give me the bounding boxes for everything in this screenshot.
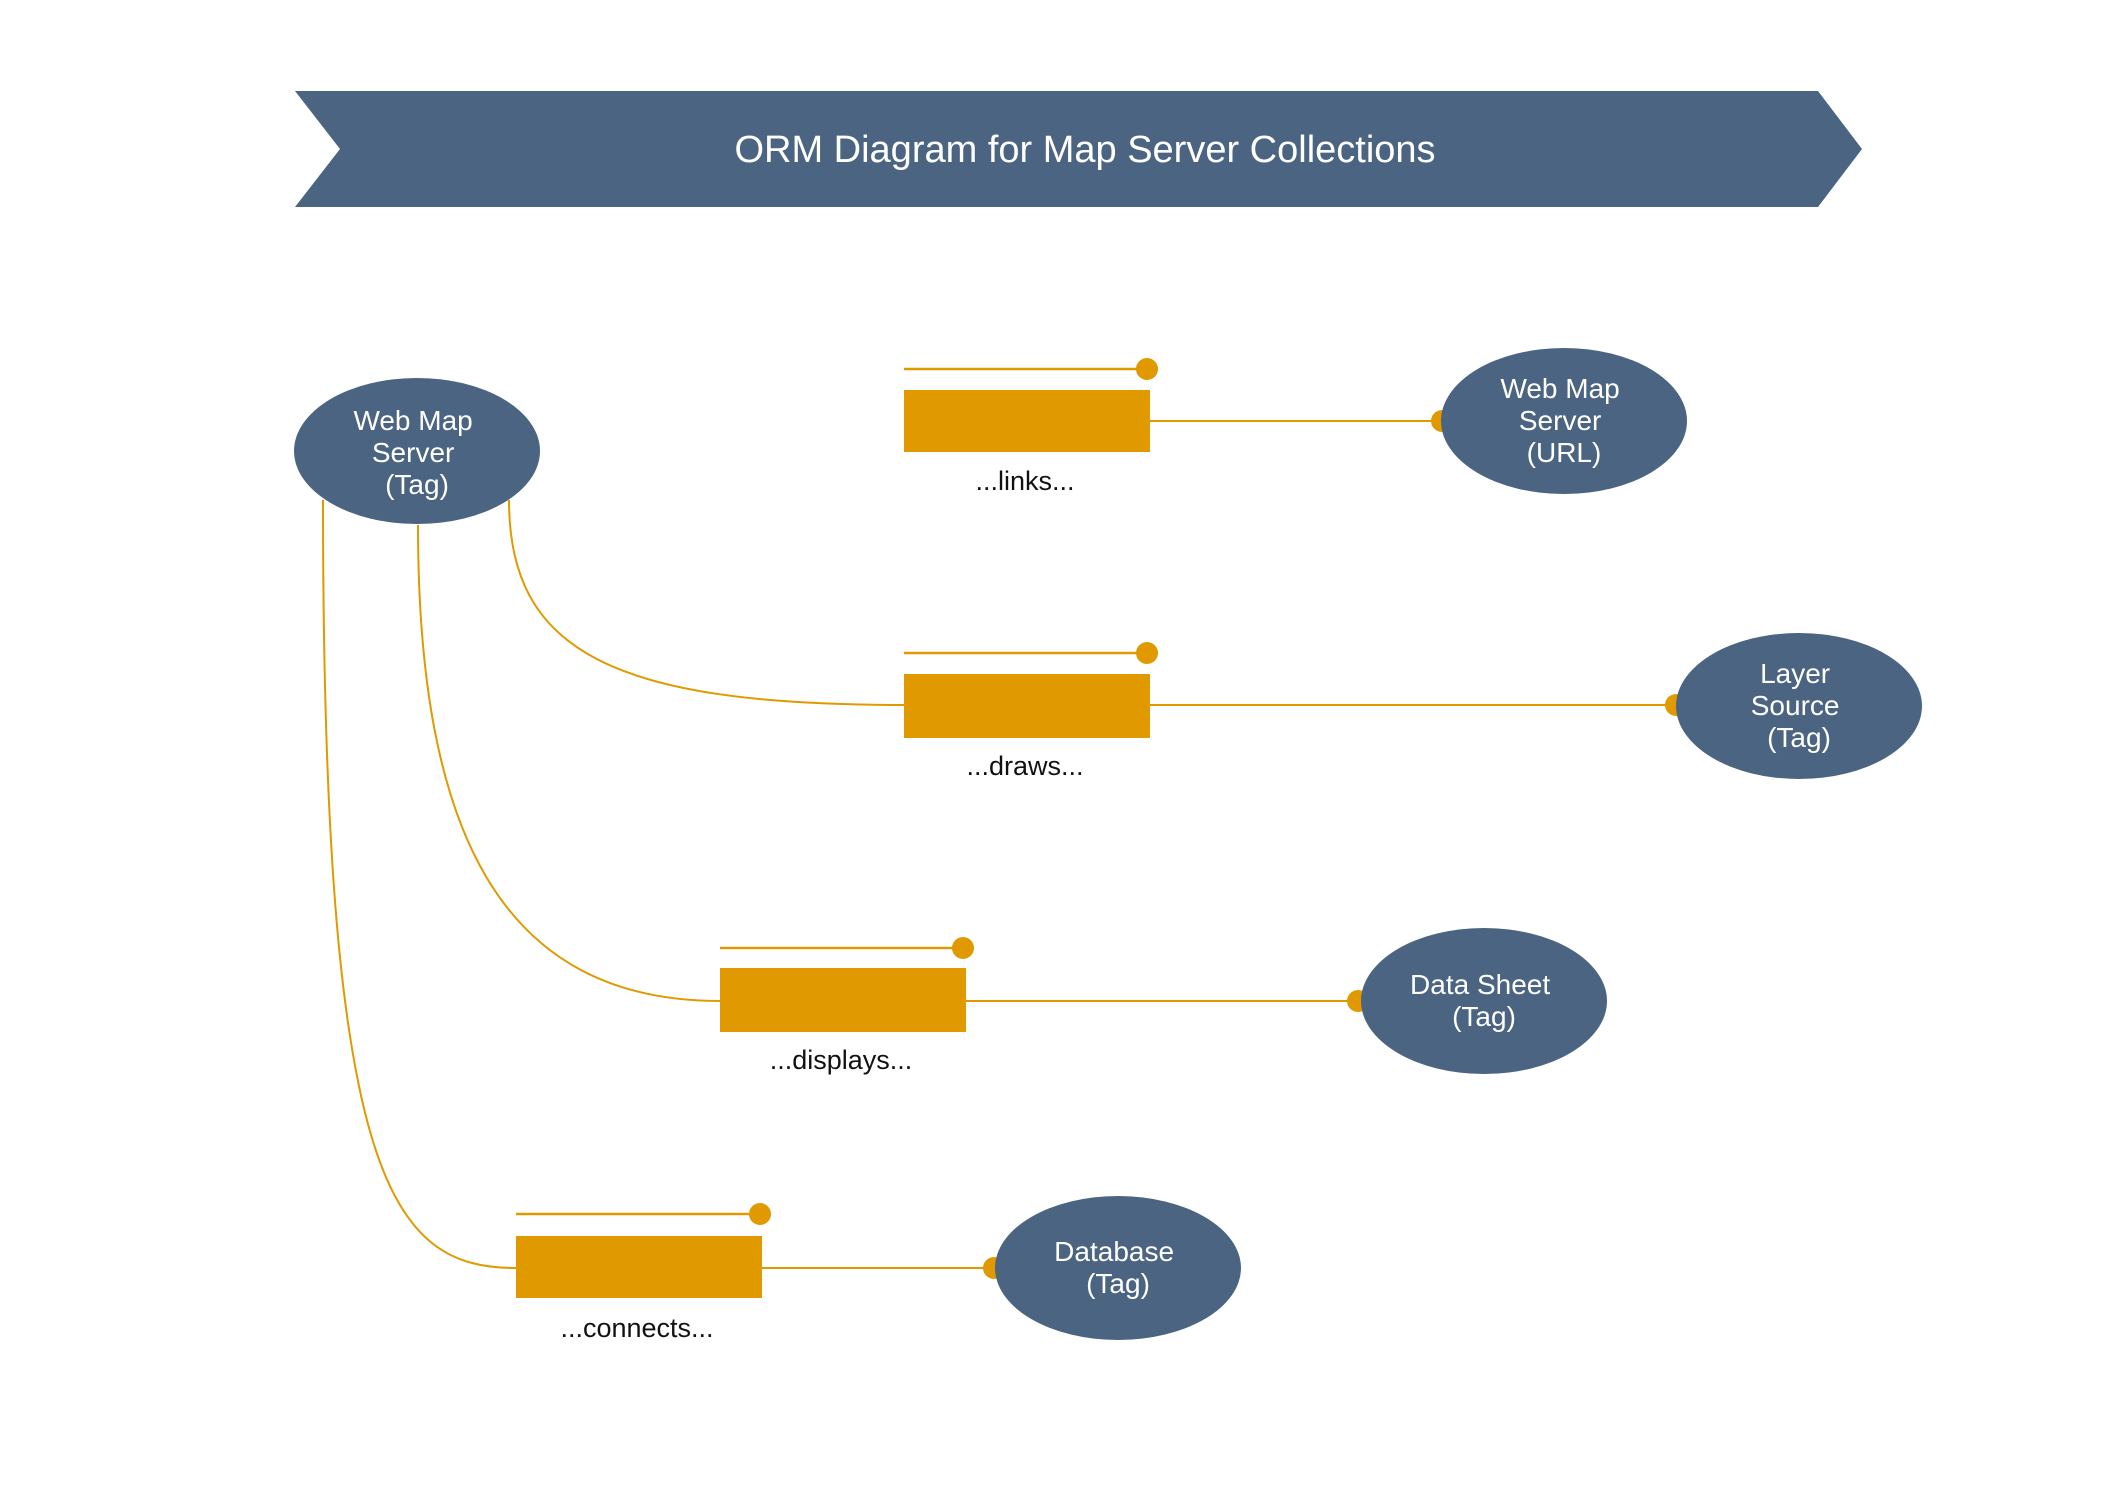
fact-type-connects[interactable]: ...connects... [516,1203,771,1343]
entity-shape [1676,633,1922,779]
fact-role-box [720,968,966,1032]
fact-role-box [516,1236,762,1298]
title-banner-shape [295,91,1862,207]
connector-server-to-displays [417,524,721,1002]
entity-shape [1441,348,1687,494]
connector-server-to-connects [322,499,517,1269]
entity-data-sheet-tag[interactable]: Data Sheet (Tag) [1361,928,1607,1074]
entity-database-tag[interactable]: Database (Tag) [995,1196,1241,1340]
mandatory-dot [952,937,974,959]
entity-shape [1361,928,1607,1074]
mandatory-dot [1136,358,1158,380]
entity-label: Layer Source (Tag) [1751,658,1848,753]
entity-layer-source-tag[interactable]: Layer Source (Tag) [1676,633,1922,779]
fact-label-displays: ...displays... [770,1045,913,1075]
connectors [322,420,1676,1269]
mandatory-dot [749,1203,771,1225]
entity-shape [294,378,540,524]
fact-role-box [904,390,1150,452]
diagram-title: ORM Diagram for Map Server Collections [734,129,1435,171]
fact-label-links: ...links... [975,466,1074,496]
entity-label: Web Map Server (Tag) [353,405,480,500]
mandatory-dot [1136,642,1158,664]
entity-web-map-server-url[interactable]: Web Map Server (URL) [1441,348,1687,494]
entity-label: Data Sheet (Tag) [1410,969,1558,1032]
title-banner: ORM Diagram for Map Server Collections [295,91,1862,207]
entity-label: Database (Tag) [1054,1236,1182,1299]
fact-type-displays[interactable]: ...displays... [720,937,974,1075]
fact-type-draws[interactable]: ...draws... [904,642,1158,781]
entity-label: Web Map Server (URL) [1500,373,1627,468]
connector-endpoints [983,410,1687,1279]
fact-label-connects: ...connects... [560,1313,713,1343]
connector-server-to-draws [508,499,905,706]
fact-type-links[interactable]: ...links... [904,358,1158,496]
fact-role-box [904,674,1150,738]
entity-web-map-server-tag[interactable]: Web Map Server (Tag) [294,378,540,524]
fact-label-draws: ...draws... [966,751,1083,781]
entity-shape [995,1196,1241,1340]
